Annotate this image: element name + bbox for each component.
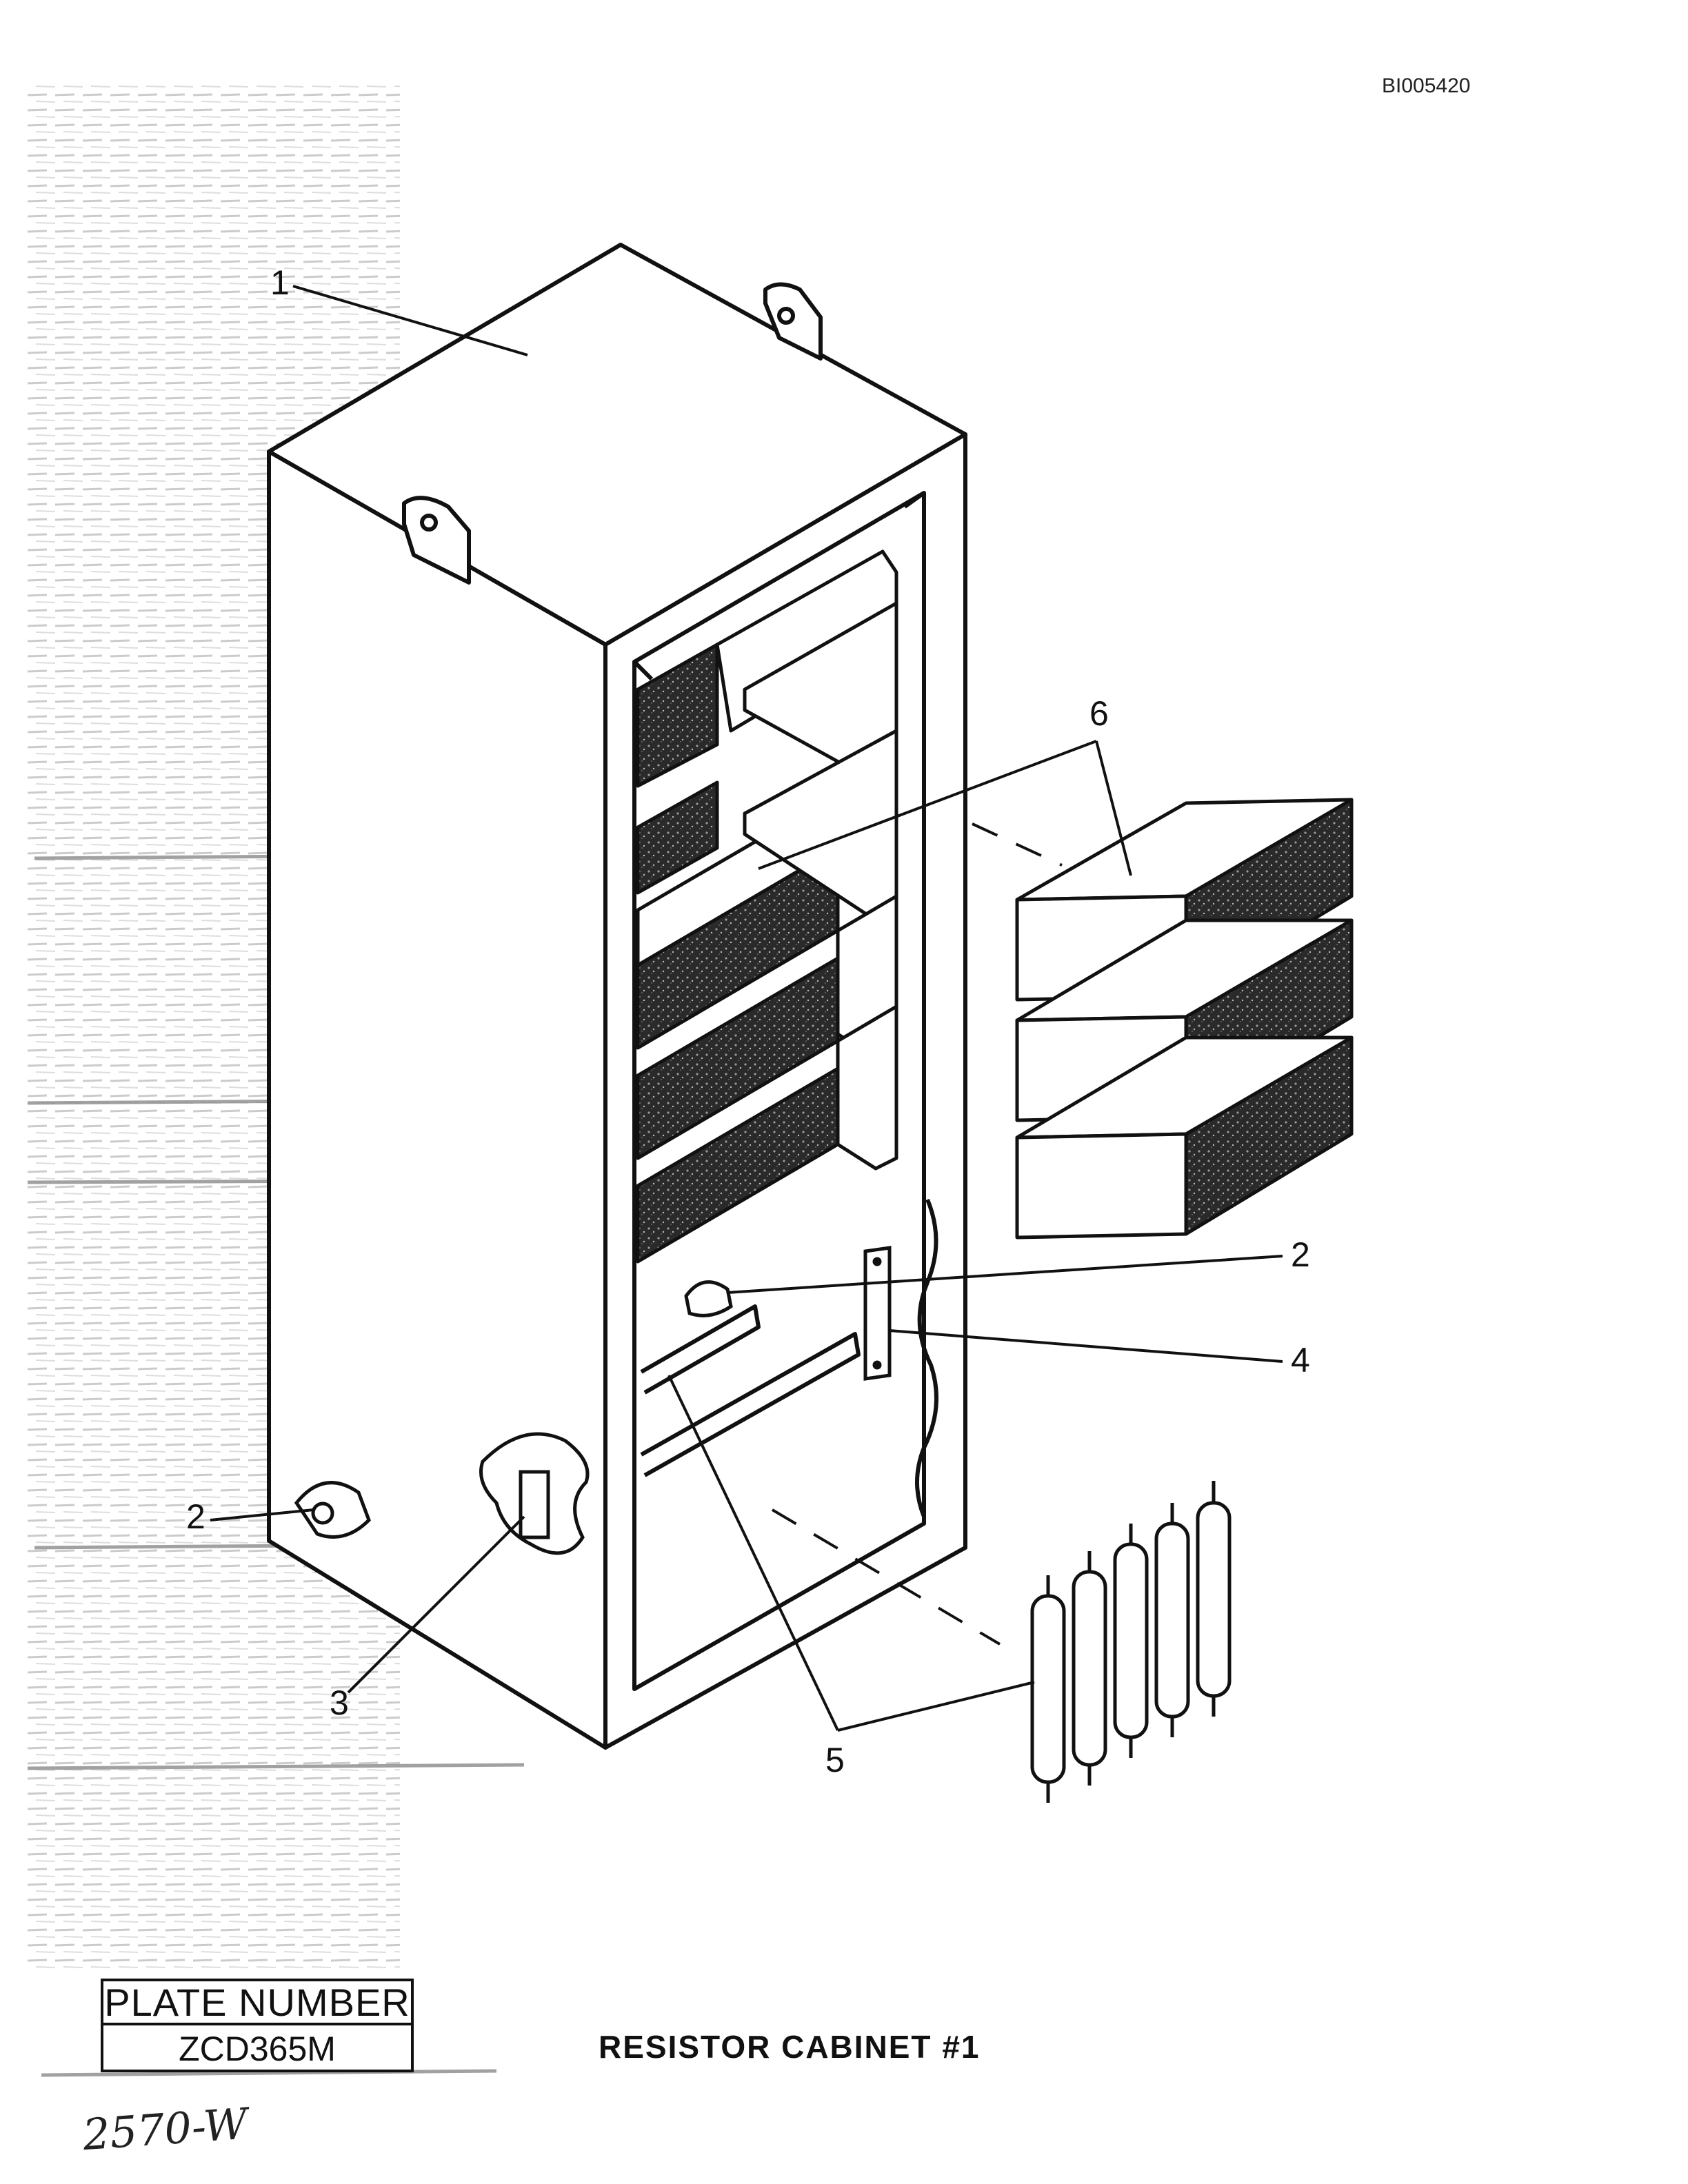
callout-1: 1 <box>270 263 290 302</box>
cabinet <box>267 243 967 1750</box>
bottom-rail <box>640 1304 761 1395</box>
plate-number-value: ZCD365M <box>179 2030 336 2068</box>
tubular-resistors <box>1030 1481 1232 1803</box>
side-fuse <box>294 1481 371 1539</box>
fuse-holder <box>684 1280 733 1317</box>
diagram-title: RESISTOR CABINET #1 <box>599 2029 981 2065</box>
resistor-banks-installed <box>636 549 898 1264</box>
document-id: BI005420 <box>1382 74 1471 97</box>
lifting-lug <box>402 496 471 585</box>
wall-box <box>479 1432 590 1555</box>
callout-2: 2 <box>1291 1235 1310 1274</box>
callout-4: 4 <box>1291 1341 1310 1379</box>
resistor-banks-loose <box>1015 798 1354 1240</box>
bottom-rail <box>640 1332 861 1477</box>
callout-5: 5 <box>825 1741 845 1779</box>
plate-number-box: PLATE NUMBER ZCD365M <box>101 1979 414 2072</box>
cutaway-edge <box>915 1198 938 1518</box>
terminal-block <box>863 1246 892 1381</box>
callout-2-side: 2 <box>186 1497 205 1536</box>
callout-6: 6 <box>1089 694 1109 733</box>
loose-bank <box>1015 1035 1354 1240</box>
plate-number-label: PLATE NUMBER <box>103 1981 411 2025</box>
leader-lines <box>210 285 1283 1732</box>
callout-3: 3 <box>330 1684 349 1722</box>
explode-dashes <box>771 822 1063 1646</box>
